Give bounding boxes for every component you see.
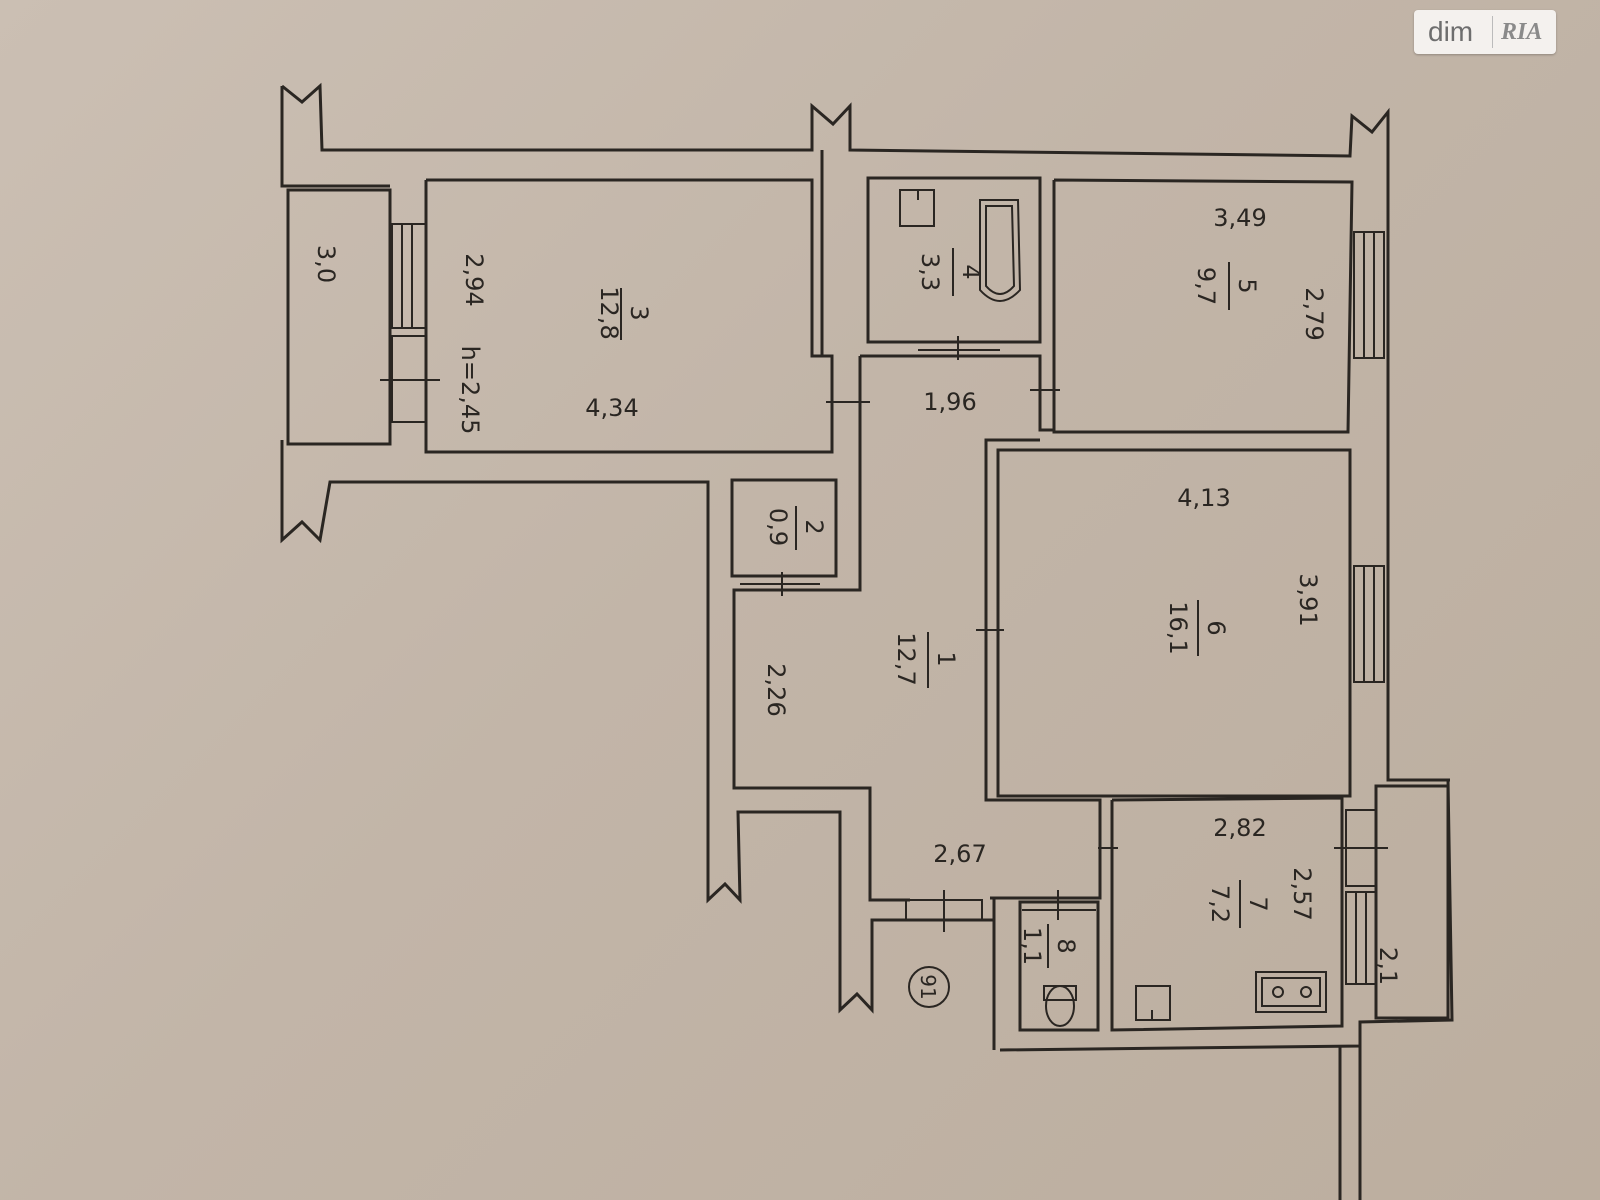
room-3-number: 3 (625, 305, 653, 320)
window-room-6 (1353, 565, 1385, 683)
room-7-area: 7,2 (1206, 885, 1234, 923)
room-4-number: 4 (957, 264, 985, 279)
dim-corridor-top: 1,96 (923, 388, 976, 416)
room-5-number: 5 (1233, 278, 1261, 293)
watermark-ria-logo: RIA (1501, 18, 1543, 45)
stove-icon (1255, 971, 1327, 1013)
window-balcony-door (380, 223, 440, 423)
room-2-number: 2 (800, 519, 828, 534)
outer-walls (280, 82, 1454, 1200)
toilet-icon (1045, 985, 1075, 1027)
room-3 (424, 178, 834, 454)
room-8-area: 1,1 (1018, 927, 1046, 965)
room-5-area: 9,7 (1192, 267, 1220, 305)
dim-room7-side: 2,57 (1288, 867, 1316, 920)
window-room-5 (1353, 231, 1385, 359)
balcony-right (1374, 784, 1450, 1020)
dim-balcony-left: 3,0 (312, 245, 340, 283)
balcony-left (286, 188, 392, 446)
room-4-area: 3,3 (916, 253, 944, 291)
bathtub-icon (979, 199, 1022, 302)
watermark-divider (1492, 16, 1493, 48)
room-1-number: 1 (932, 651, 960, 666)
corridor-walls (732, 354, 1102, 932)
dim-corridor-bottom: 2,67 (933, 840, 986, 868)
plan-number: 91 (916, 974, 940, 999)
dim-balcony-right: 2,1 (1374, 947, 1402, 985)
dim-ria-watermark: dim RIA (1414, 10, 1556, 54)
dim-room5-top: 3,49 (1213, 204, 1266, 232)
room-1-area: 12,7 (892, 632, 920, 685)
dim-corridor-left: 2,26 (762, 663, 790, 716)
dim-room3-height: h=2,45 (456, 346, 484, 435)
room-8-number: 8 (1052, 938, 1080, 953)
plan-number-circle (908, 966, 950, 1008)
dim-room6-side: 3,91 (1294, 573, 1322, 626)
room-7-number: 7 (1244, 896, 1272, 911)
room-6 (996, 448, 1352, 798)
room-7-kitchen (1110, 796, 1344, 1032)
room-8-wc (1018, 900, 1100, 1032)
room-3-area: 12,8 (595, 286, 623, 339)
dim-room7-top: 2,82 (1213, 814, 1266, 842)
watermark-brand: dim (1428, 16, 1474, 47)
dim-room6-top: 4,13 (1177, 484, 1230, 512)
dim-room3-side: 2,94 (460, 253, 488, 306)
room-2-area: 0,9 (764, 508, 792, 546)
room-6-area: 16,1 (1164, 601, 1192, 654)
dim-room5-side: 2,79 (1300, 287, 1328, 340)
room-5 (1052, 178, 1354, 434)
room-6-number: 6 (1202, 620, 1230, 635)
window-room-7 (1345, 891, 1377, 985)
room-2-closet (730, 478, 838, 578)
dim-room3-length: 4,34 (585, 394, 638, 422)
